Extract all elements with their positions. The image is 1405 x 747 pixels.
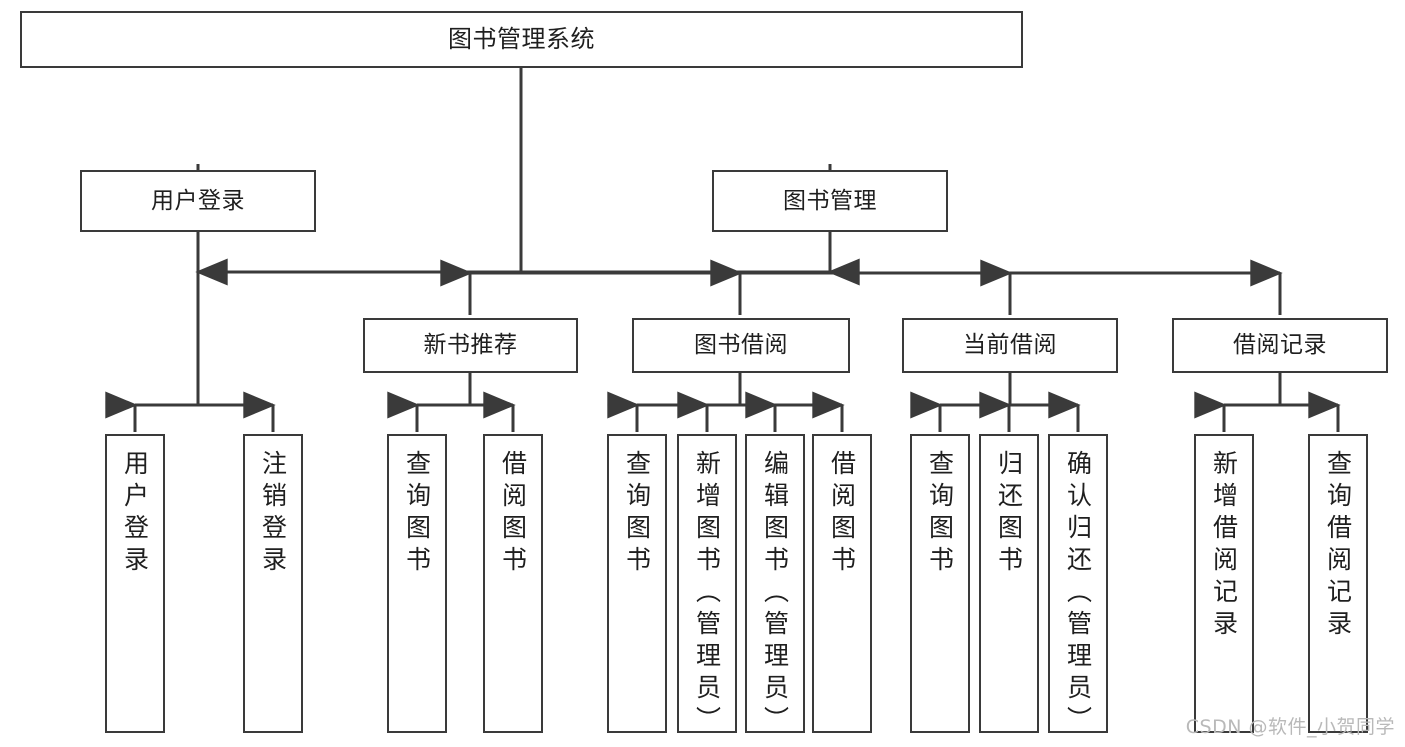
node-label: 确认归还（管理员） (1063, 450, 1093, 738)
node-label: 借阅图书 (827, 450, 857, 578)
node-label: 借阅记录 (1233, 332, 1327, 359)
node-user-login[interactable]: 用户登录 (80, 170, 316, 232)
leaf-user-login[interactable]: 用户登录 (105, 434, 165, 733)
node-label: 查询图书 (925, 450, 955, 578)
leaf-query-borrow-record[interactable]: 查询借阅记录 (1308, 434, 1368, 733)
node-label: 注销登录 (258, 450, 288, 578)
leaf-edit-book-admin[interactable]: 编辑图书（管理员） (745, 434, 805, 738)
node-label: 当前借阅 (963, 332, 1057, 359)
leaf-query-book-current[interactable]: 查询图书 (910, 434, 970, 733)
leaf-add-book-admin[interactable]: 新增图书（管理员） (677, 434, 737, 738)
node-label: 新增借阅记录 (1209, 450, 1239, 642)
node-label: 用户登录 (151, 187, 245, 214)
node-label: 查询借阅记录 (1323, 450, 1353, 642)
leaf-add-borrow-record[interactable]: 新增借阅记录 (1194, 434, 1254, 733)
leaf-return-book[interactable]: 归还图书 (979, 434, 1039, 733)
node-label: 借阅图书 (498, 450, 528, 578)
leaf-query-book-borrow[interactable]: 查询图书 (607, 434, 667, 733)
node-new-book-recommend[interactable]: 新书推荐 (363, 318, 578, 373)
node-root-library-system[interactable]: 图书管理系统 (20, 11, 1023, 68)
node-label: 新书推荐 (423, 332, 518, 359)
leaf-logout[interactable]: 注销登录 (243, 434, 303, 733)
watermark: CSDN @软件_小贺同学 (1185, 716, 1395, 738)
leaf-borrow-book[interactable]: 借阅图书 (812, 434, 872, 733)
node-borrow-record[interactable]: 借阅记录 (1172, 318, 1388, 373)
node-label: 用户登录 (120, 450, 150, 578)
leaf-confirm-return-admin[interactable]: 确认归还（管理员） (1048, 434, 1108, 738)
node-label: 编辑图书（管理员） (760, 450, 790, 738)
node-label: 归还图书 (994, 450, 1024, 578)
leaf-query-book-new[interactable]: 查询图书 (387, 434, 447, 733)
node-label: 图书管理 (783, 187, 877, 214)
node-label: 查询图书 (622, 450, 652, 578)
node-label: 图书管理系统 (448, 24, 595, 53)
node-current-borrow[interactable]: 当前借阅 (902, 318, 1118, 373)
leaf-borrow-book-new[interactable]: 借阅图书 (483, 434, 543, 733)
node-label: 图书借阅 (694, 332, 788, 359)
node-label: 查询图书 (402, 450, 432, 578)
node-book-management[interactable]: 图书管理 (712, 170, 948, 232)
node-label: 新增图书（管理员） (692, 450, 722, 738)
node-book-borrow[interactable]: 图书借阅 (632, 318, 850, 373)
